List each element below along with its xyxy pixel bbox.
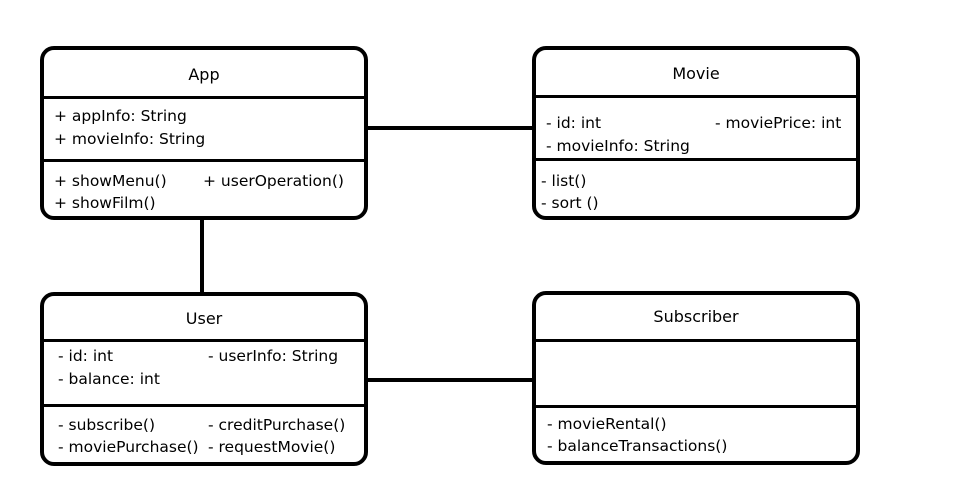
association-app-user bbox=[200, 218, 204, 294]
class-name: Movie bbox=[672, 64, 720, 83]
attribute: + movieInfo: String bbox=[54, 130, 206, 148]
divider bbox=[536, 158, 856, 161]
attribute: - id: int bbox=[58, 347, 114, 365]
method: - sort () bbox=[541, 194, 599, 212]
attribute: - balance: int bbox=[58, 370, 160, 388]
divider bbox=[536, 405, 856, 408]
divider bbox=[44, 159, 364, 162]
method: - requestMovie() bbox=[208, 438, 336, 456]
divider bbox=[44, 339, 364, 342]
attribute: + appInfo: String bbox=[54, 107, 187, 125]
method: - subscribe() bbox=[58, 416, 156, 434]
class-user[interactable]: User - id: int - userInfo: String - bala… bbox=[40, 292, 368, 466]
class-subscriber[interactable]: Subscriber - movieRental() - balanceTran… bbox=[532, 291, 860, 465]
method: + userOperation() bbox=[203, 172, 344, 190]
method: - movieRental() bbox=[547, 415, 667, 433]
divider bbox=[536, 95, 856, 98]
method: + showMenu() bbox=[54, 172, 167, 190]
method: + showFilm() bbox=[54, 194, 156, 212]
class-app[interactable]: App + appInfo: String + movieInfo: Strin… bbox=[40, 46, 368, 220]
method: - moviePurchase() bbox=[58, 438, 199, 456]
divider bbox=[44, 96, 364, 99]
attribute: - userInfo: String bbox=[208, 347, 339, 365]
class-name: App bbox=[188, 65, 220, 84]
association-user-subscriber bbox=[366, 378, 534, 382]
association-app-movie bbox=[366, 126, 534, 130]
attribute: - id: int bbox=[546, 114, 602, 132]
method: - balanceTransactions() bbox=[547, 437, 728, 455]
class-name: User bbox=[185, 309, 223, 328]
divider bbox=[44, 404, 364, 407]
attribute: - moviePrice: int bbox=[715, 114, 842, 132]
divider bbox=[536, 339, 856, 342]
method: - creditPurchase() bbox=[208, 416, 346, 434]
class-name: Subscriber bbox=[653, 307, 739, 326]
class-movie[interactable]: Movie - id: int - moviePrice: int - movi… bbox=[532, 46, 860, 220]
method: - list() bbox=[541, 172, 587, 190]
attribute: - movieInfo: String bbox=[546, 137, 690, 155]
